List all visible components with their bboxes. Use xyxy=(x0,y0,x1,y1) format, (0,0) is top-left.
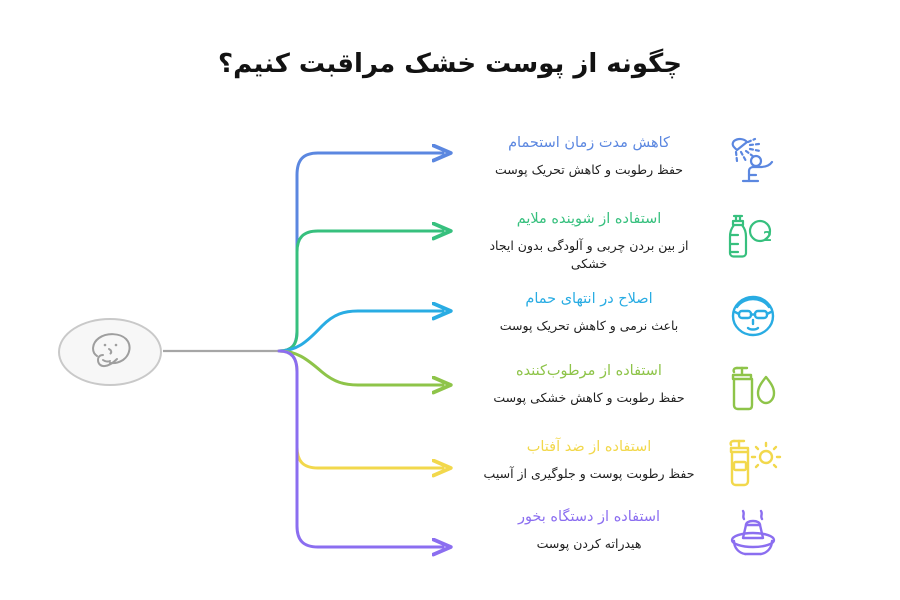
svg-text:2: 2 xyxy=(763,230,772,245)
branch-texts: استفاده از دستگاه بخور هیدراته کردن پوست xyxy=(470,508,708,553)
branch-item-shorten-shower-time[interactable]: کاهش مدت زمان استحمام حفظ رطوبت و کاهش ت… xyxy=(466,134,786,183)
humidifier-steam-icon xyxy=(730,509,776,556)
icon-wrap xyxy=(720,362,786,414)
center-node[interactable] xyxy=(58,318,162,386)
branch-title: استفاده از مرطوب‌کننده xyxy=(516,363,662,379)
branch-title: کاهش مدت زمان استحمام xyxy=(508,135,670,151)
branch-title: استفاده از شوینده ملایم xyxy=(516,211,662,227)
icon-wrap xyxy=(720,134,786,186)
branch-texts: استفاده از شوینده ملایم از بین بردن چربی… xyxy=(470,210,708,273)
branch-item-use-humidifier[interactable]: استفاده از دستگاه بخور هیدراته کردن پوست xyxy=(466,508,786,556)
branch-texts: اصلاح در انتهای حمام باعث نرمی و کاهش تح… xyxy=(470,290,708,335)
branch-item-use-sunscreen[interactable]: استفاده از ضد آفتاب حفظ رطوبت پوست و جلو… xyxy=(466,438,786,487)
center-node-bubble xyxy=(58,318,162,386)
branch-texts: استفاده از مرطوب‌کننده حفظ رطوبت و کاهش … xyxy=(470,362,708,407)
connector-branch-2 xyxy=(277,231,443,353)
connector-branch-3 xyxy=(277,311,443,353)
shower-person-icon xyxy=(731,137,774,183)
branch-subtitle: حفظ رطوبت و کاهش خشکی پوست xyxy=(493,389,685,405)
branch-subtitle: حفظ رطوبت و کاهش تحریک پوست xyxy=(494,161,684,177)
icon-wrap xyxy=(720,290,786,342)
branch-item-use-moisturizer[interactable]: استفاده از مرطوب‌کننده حفظ رطوبت و کاهش … xyxy=(466,362,786,411)
branch-subtitle: هیدراته کردن پوست xyxy=(536,535,642,551)
icon-wrap: 2 xyxy=(720,210,786,262)
page-title: چگونه از پوست خشک مراقبت کنیم؟ xyxy=(218,49,682,79)
connector-branch-1 xyxy=(277,153,443,353)
branch-item-shave-end-of-shower[interactable]: اصلاح در انتهای حمام باعث نرمی و کاهش تح… xyxy=(466,290,786,337)
connector-branch-5 xyxy=(277,349,443,468)
branch-subtitle: از بین بردن چربی و آلودگی بدون ایجاد خشک… xyxy=(489,237,689,271)
branch-title: استفاده از دستگاه بخور xyxy=(517,509,661,525)
branch-title: اصلاح در انتهای حمام xyxy=(525,291,653,307)
icon-wrap xyxy=(720,508,786,560)
face-goggles-icon xyxy=(731,295,775,337)
branch-subtitle: حفظ رطوبت پوست و جلوگیری از آسیب xyxy=(483,465,695,481)
connector-branch-4 xyxy=(277,349,443,385)
branch-item-gentle-cleanser[interactable]: 2 استفاده از شوینده ملایم از بین بردن چر… xyxy=(466,210,786,273)
pump-bottle-droplet-icon xyxy=(731,366,776,411)
branch-title: استفاده از ضد آفتاب xyxy=(526,439,652,455)
icon-wrap xyxy=(720,438,786,490)
thinking-face-icon xyxy=(92,333,131,368)
branch-texts: کاهش مدت زمان استحمام حفظ رطوبت و کاهش ت… xyxy=(470,134,708,179)
branch-texts: استفاده از ضد آفتاب حفظ رطوبت پوست و جلو… xyxy=(470,438,708,483)
connector-branch-6 xyxy=(277,349,443,547)
sunscreen-bottle-sun-icon xyxy=(729,439,782,487)
branch-subtitle: باعث نرمی و کاهش تحریک پوست xyxy=(499,317,679,333)
cleanser-bottle-o2-icon: 2 xyxy=(728,214,772,258)
